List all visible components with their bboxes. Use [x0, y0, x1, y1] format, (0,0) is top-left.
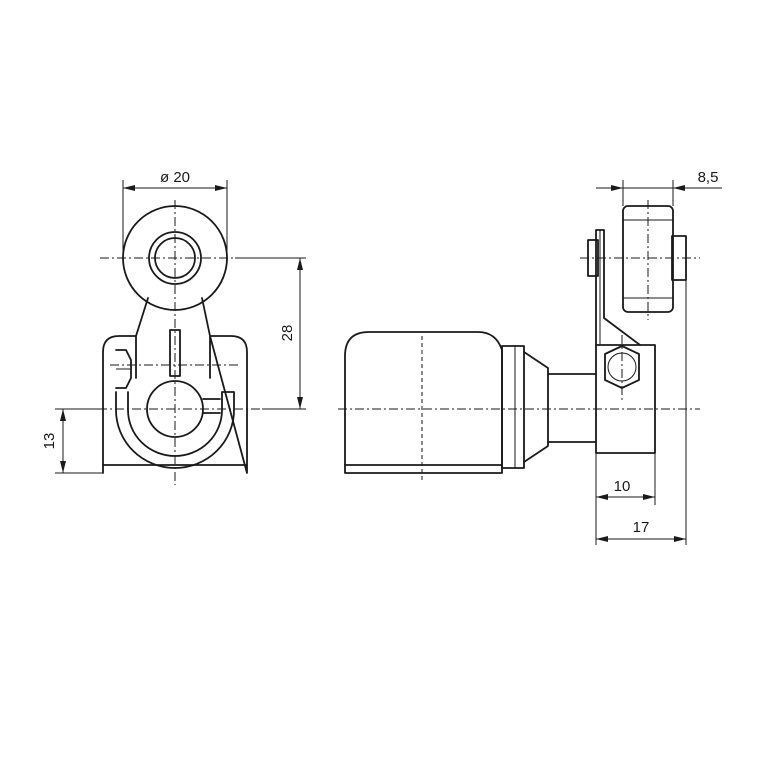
dim-center-height: 28 [235, 257, 306, 410]
label-base-height: 13 [41, 433, 58, 450]
side-switch-body [344, 331, 503, 474]
label-center-height: 28 [279, 325, 296, 342]
dim-base-height: 13 [41, 408, 103, 474]
side-lever-arm [595, 229, 641, 346]
label-arm-offset: 10 [614, 478, 631, 495]
side-lever-hub [595, 344, 656, 454]
dim-overall-depth: 17 [596, 280, 687, 545]
dimensions: ø 20 28 13 8,5 [41, 169, 722, 545]
label-overall-depth: 17 [633, 519, 650, 536]
side-taper-nut [523, 351, 549, 463]
dim-roller-diameter: ø 20 [122, 169, 228, 258]
label-roller-width: 8,5 [698, 169, 719, 186]
side-shaft [547, 373, 597, 443]
front-lever-arm [135, 297, 211, 379]
front-roller-hub [148, 231, 202, 285]
dim-arm-offset: 10 [595, 453, 656, 545]
side-view [338, 200, 700, 482]
side-collar [501, 345, 525, 469]
label-roller-diameter: ø 20 [160, 169, 190, 186]
dim-roller-width: 8,5 [596, 169, 722, 206]
front-housing [102, 335, 248, 474]
front-clamp [115, 391, 235, 469]
